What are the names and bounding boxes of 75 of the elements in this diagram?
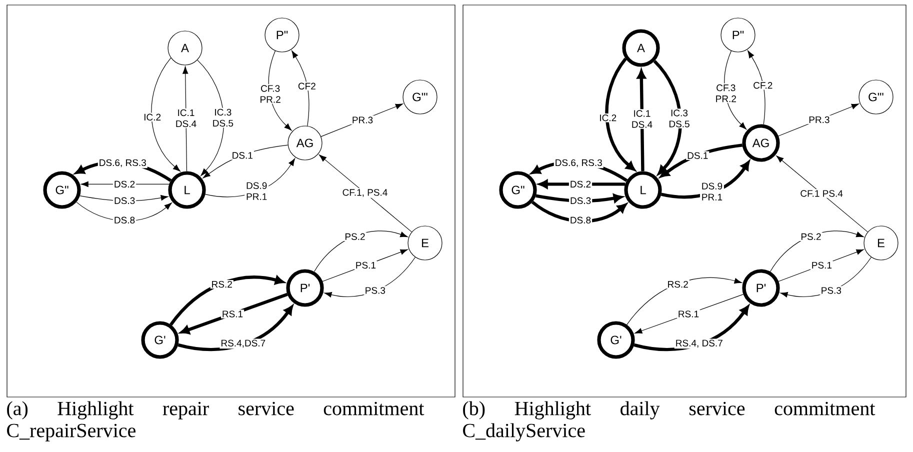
edge-label: RS.2 (210, 280, 234, 289)
caption: (a) Highlight repair service commitment C_repairService (7, 401, 424, 442)
arrow (531, 200, 627, 223)
arrow (538, 180, 626, 189)
panel-frame (462, 4, 906, 398)
edge-label: RS.2 (666, 280, 690, 289)
arrow (634, 294, 744, 334)
caption: (b) Highlight daily service commitment C_dailyService (463, 401, 876, 442)
arrow (314, 230, 408, 272)
edge-label: DS.2 (112, 180, 136, 189)
edge-label: RS.4,DS.7 (220, 338, 267, 349)
arrow (151, 58, 180, 172)
arrow (776, 156, 868, 232)
arrow (748, 50, 766, 125)
arrow (180, 292, 288, 334)
edge-label: PS.1 (810, 260, 833, 270)
edge-label: DS.8 (568, 216, 592, 225)
edge-label: CF.1, PS.4 (341, 188, 389, 198)
edge-label: IC.3 DS.5 (667, 108, 692, 128)
arrow (202, 144, 288, 178)
arrow (778, 104, 860, 136)
edge-label: CF.1 PS.4 (799, 189, 844, 198)
arrow (653, 60, 682, 175)
edge-label: DS.9 PR.1 (244, 181, 269, 201)
edge-label: DS.8 (112, 216, 136, 225)
arrow (660, 144, 743, 178)
arrow (320, 104, 404, 137)
edge-label: CF2 (296, 82, 317, 90)
arrow (778, 249, 864, 282)
edge-label: CF.3 PR.2 (258, 84, 282, 104)
edge-label: IC.2 (598, 113, 618, 122)
arrow (178, 306, 293, 352)
edge-label: CF.3 PR.2 (714, 83, 738, 104)
edge-label: PR.3 (808, 115, 831, 124)
edge-label: RS.1 (220, 310, 244, 318)
arrow (626, 277, 742, 325)
edge-label: IC.2 (142, 112, 162, 122)
arrow (319, 154, 412, 232)
edge-label: IC.1 DS.4 (174, 108, 198, 128)
edge-label: CF.2 (752, 81, 774, 90)
arrow (80, 195, 168, 202)
edge-label: RS.4, DS.7 (674, 338, 724, 349)
edge-label: DS.6, RS.3 (554, 158, 604, 168)
arrow (292, 50, 310, 126)
edge-label: DS.3 (113, 196, 136, 206)
edge-label: PS.3 (820, 286, 842, 295)
edge-label: RS.1 (676, 310, 700, 318)
arrow (780, 256, 872, 298)
arrow (322, 249, 408, 282)
arrow (770, 230, 864, 272)
edge-label: PR.3 (350, 116, 374, 124)
edge-label: DS.6, RS.3 (98, 158, 148, 168)
edge-label: DS.3 (569, 196, 592, 206)
arrow (80, 181, 170, 187)
arrow (268, 50, 292, 131)
edge-label: PS.2 (344, 232, 366, 241)
edge-label: IC.3 DS.5 (210, 108, 235, 128)
arrow (661, 160, 750, 199)
edge-label: DS.1 (230, 151, 254, 160)
panel-frame (6, 4, 456, 398)
edge-label: PS.1 (354, 260, 377, 270)
arrow (197, 60, 224, 176)
edge-label: DS.9 PR.1 (700, 182, 724, 202)
edge-label: DS.2 (568, 180, 592, 189)
arrow (605, 58, 636, 171)
edge-label: PS.2 (800, 232, 822, 241)
edge-label: DS.1 (686, 151, 710, 160)
arrow (182, 66, 188, 172)
arrow (536, 194, 622, 203)
arrow (170, 276, 284, 326)
edge-label: PS.3 (364, 286, 386, 295)
arrow (324, 256, 416, 298)
arrow (76, 202, 172, 222)
arrow (724, 50, 747, 130)
arrow (634, 306, 749, 352)
